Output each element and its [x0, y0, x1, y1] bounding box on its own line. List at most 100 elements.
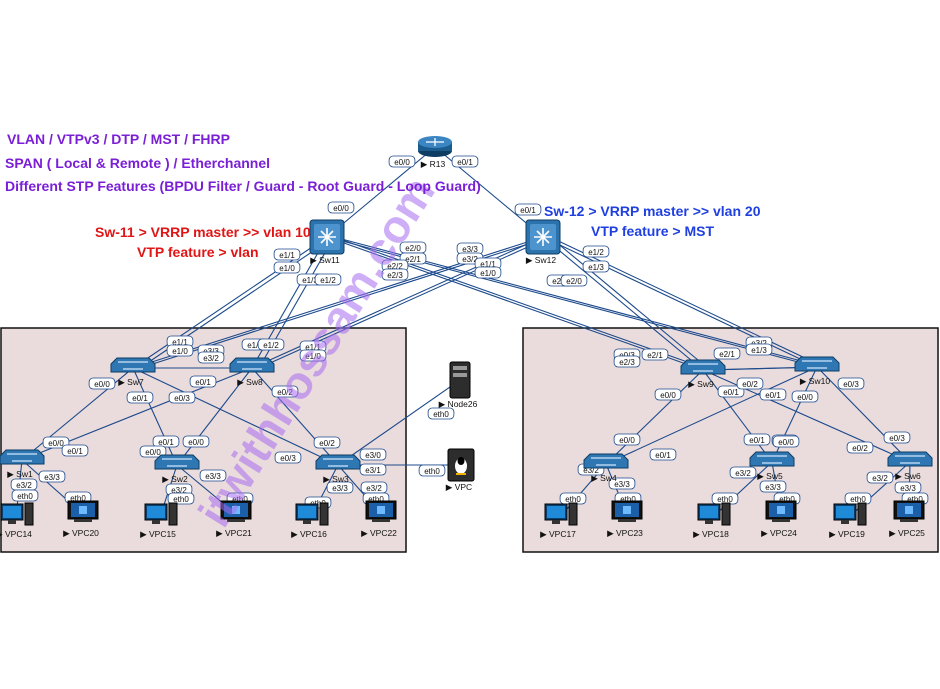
node-sw11[interactable]: ▶ Sw11 [309, 219, 345, 265]
port-label: e3/3 [456, 242, 484, 255]
port-label: e0/0 [139, 445, 167, 458]
node-label: ▶ VPC19 [829, 529, 865, 539]
port-label: e0/0 [613, 433, 641, 446]
port-label: e1/1 [166, 335, 194, 348]
port-label-text: e3/2 [366, 484, 382, 493]
node-vpc18[interactable]: ▶ VPC18 [693, 502, 731, 539]
port-label-text: e0/0 [619, 436, 635, 445]
node-vpc25[interactable]: ▶ VPC25 [889, 500, 925, 538]
link-sw12-sw10 [549, 236, 825, 368]
port-label-box [582, 260, 610, 273]
port-label-text: e3/3 [44, 473, 60, 482]
port-label: e1/2 [582, 245, 610, 258]
port-label-box [166, 344, 194, 357]
port-label-box [514, 203, 542, 216]
node-label: ▶ VPC14 [0, 529, 32, 539]
port-label: e0/1 [649, 448, 677, 461]
port-label-text: e2/3 [387, 271, 403, 280]
node-label: ▶ VPC22 [361, 528, 397, 538]
node-vpc[interactable]: ▶ VPC [446, 448, 475, 492]
node-sw1[interactable]: ▶ Sw1 [0, 449, 45, 479]
port-label-box [126, 391, 154, 404]
node-r13[interactable]: ▶ R13 [418, 136, 452, 169]
port-label-text: e2/1 [719, 350, 735, 359]
node-label: ▶ Sw11 [310, 255, 340, 265]
port-label: e3/2 [866, 471, 894, 484]
port-label: e1/3 [745, 343, 773, 356]
port-label-text: e0/2 [742, 380, 758, 389]
port-label-text: e0/1 [749, 436, 765, 445]
node-label: ▶ R13 [421, 159, 446, 169]
port-label: e1/2 [257, 338, 285, 351]
port-label-text: e1/3 [247, 341, 263, 350]
node-node26[interactable]: ▶ Node26 [439, 361, 478, 409]
node-sw5[interactable]: ▶ Sw5 [749, 451, 795, 481]
port-label-text: e2/3 [619, 358, 635, 367]
port-label: e0/2 [271, 385, 299, 398]
port-label: e0/1 [152, 435, 180, 448]
sw12-note-line-2: VTP feature > MST [591, 223, 715, 239]
port-label: e2/1 [641, 348, 669, 361]
node-label: ▶ VPC18 [693, 529, 729, 539]
node-vpc14[interactable]: ▶ VPC14 [0, 502, 34, 539]
port-label: e0/2 [313, 436, 341, 449]
port-label-text: e0/0 [333, 204, 349, 213]
port-label-text: eth0 [70, 494, 86, 503]
node-vpc23[interactable]: ▶ VPC23 [607, 500, 643, 538]
title-line-1: VLAN / VTPv3 / DTP / MST / FHRP [7, 131, 230, 147]
port-label-box [743, 433, 771, 446]
port-label-text: e0/1 [723, 388, 739, 397]
node-sw2[interactable]: ▶ Sw2 [154, 454, 200, 484]
port-label-text: eth0 [779, 495, 795, 504]
node-vpc21[interactable]: ▶ VPC21 [216, 500, 252, 538]
port-label-text: e0/1 [765, 391, 781, 400]
port-label-text: eth0 [17, 492, 33, 501]
port-label-text: e3/3 [205, 472, 221, 481]
port-label-box [152, 435, 180, 448]
node-vpc24[interactable]: ▶ VPC24 [761, 500, 797, 538]
node-sw9[interactable]: ▶ Sw9 [680, 359, 726, 389]
port-label-box [641, 348, 669, 361]
port-label-box [427, 407, 455, 420]
port-label-text: e0/0 [778, 438, 794, 447]
node-vpc16[interactable]: ▶ VPC16 [291, 502, 329, 539]
node-sw4[interactable]: ▶ Sw4 [583, 453, 629, 483]
port-label-box [846, 441, 874, 454]
node-vpc17[interactable]: ▶ VPC17 [540, 502, 578, 539]
node-vpc15[interactable]: ▶ VPC15 [140, 502, 178, 539]
port-label-text: e1/3 [588, 263, 604, 272]
node-sw6[interactable]: ▶ Sw6 [887, 451, 933, 481]
port-label-box [327, 201, 355, 214]
node-label: ▶ Sw12 [526, 255, 556, 265]
port-label-box [257, 338, 285, 351]
node-label: ▶ VPC16 [291, 529, 327, 539]
node-sw8[interactable]: ▶ Sw8 [229, 357, 275, 387]
node-vpc22[interactable]: ▶ VPC22 [361, 500, 397, 538]
node-sw12[interactable]: ▶ Sw12 [525, 219, 561, 265]
port-label: e3/3 [759, 480, 787, 493]
node-vpc20[interactable]: ▶ VPC20 [63, 500, 99, 538]
node-vpc19[interactable]: ▶ VPC19 [829, 502, 867, 539]
switch-icon [749, 451, 795, 467]
port-label-box [182, 435, 210, 448]
node-sw7[interactable]: ▶ Sw7 [110, 357, 156, 387]
port-label: e3/0 [359, 448, 387, 461]
port-label-text: e0/0 [188, 438, 204, 447]
node-label: ▶ VPC [446, 482, 472, 492]
node-label: ▶ VPC15 [140, 529, 176, 539]
port-label-text: e2/2 [387, 262, 403, 271]
port-label-box [189, 375, 217, 388]
port-label: e0/0 [42, 436, 70, 449]
port-label: e0/3 [274, 451, 302, 464]
port-label-text: e0/0 [660, 391, 676, 400]
node-sw10[interactable]: ▶ Sw10 [794, 356, 840, 386]
node-label: ▶ VPC23 [607, 528, 643, 538]
port-label: e3/2 [197, 351, 225, 364]
port-label: e0/3 [883, 431, 911, 444]
port-label-text: eth0 [173, 495, 189, 504]
switch-icon [887, 451, 933, 467]
port-label: e0/1 [61, 444, 89, 457]
port-label-text: e3/2 [583, 466, 599, 475]
port-label-text: e1/0 [305, 352, 321, 361]
node-sw3[interactable]: ▶ Sw3 [315, 454, 361, 484]
